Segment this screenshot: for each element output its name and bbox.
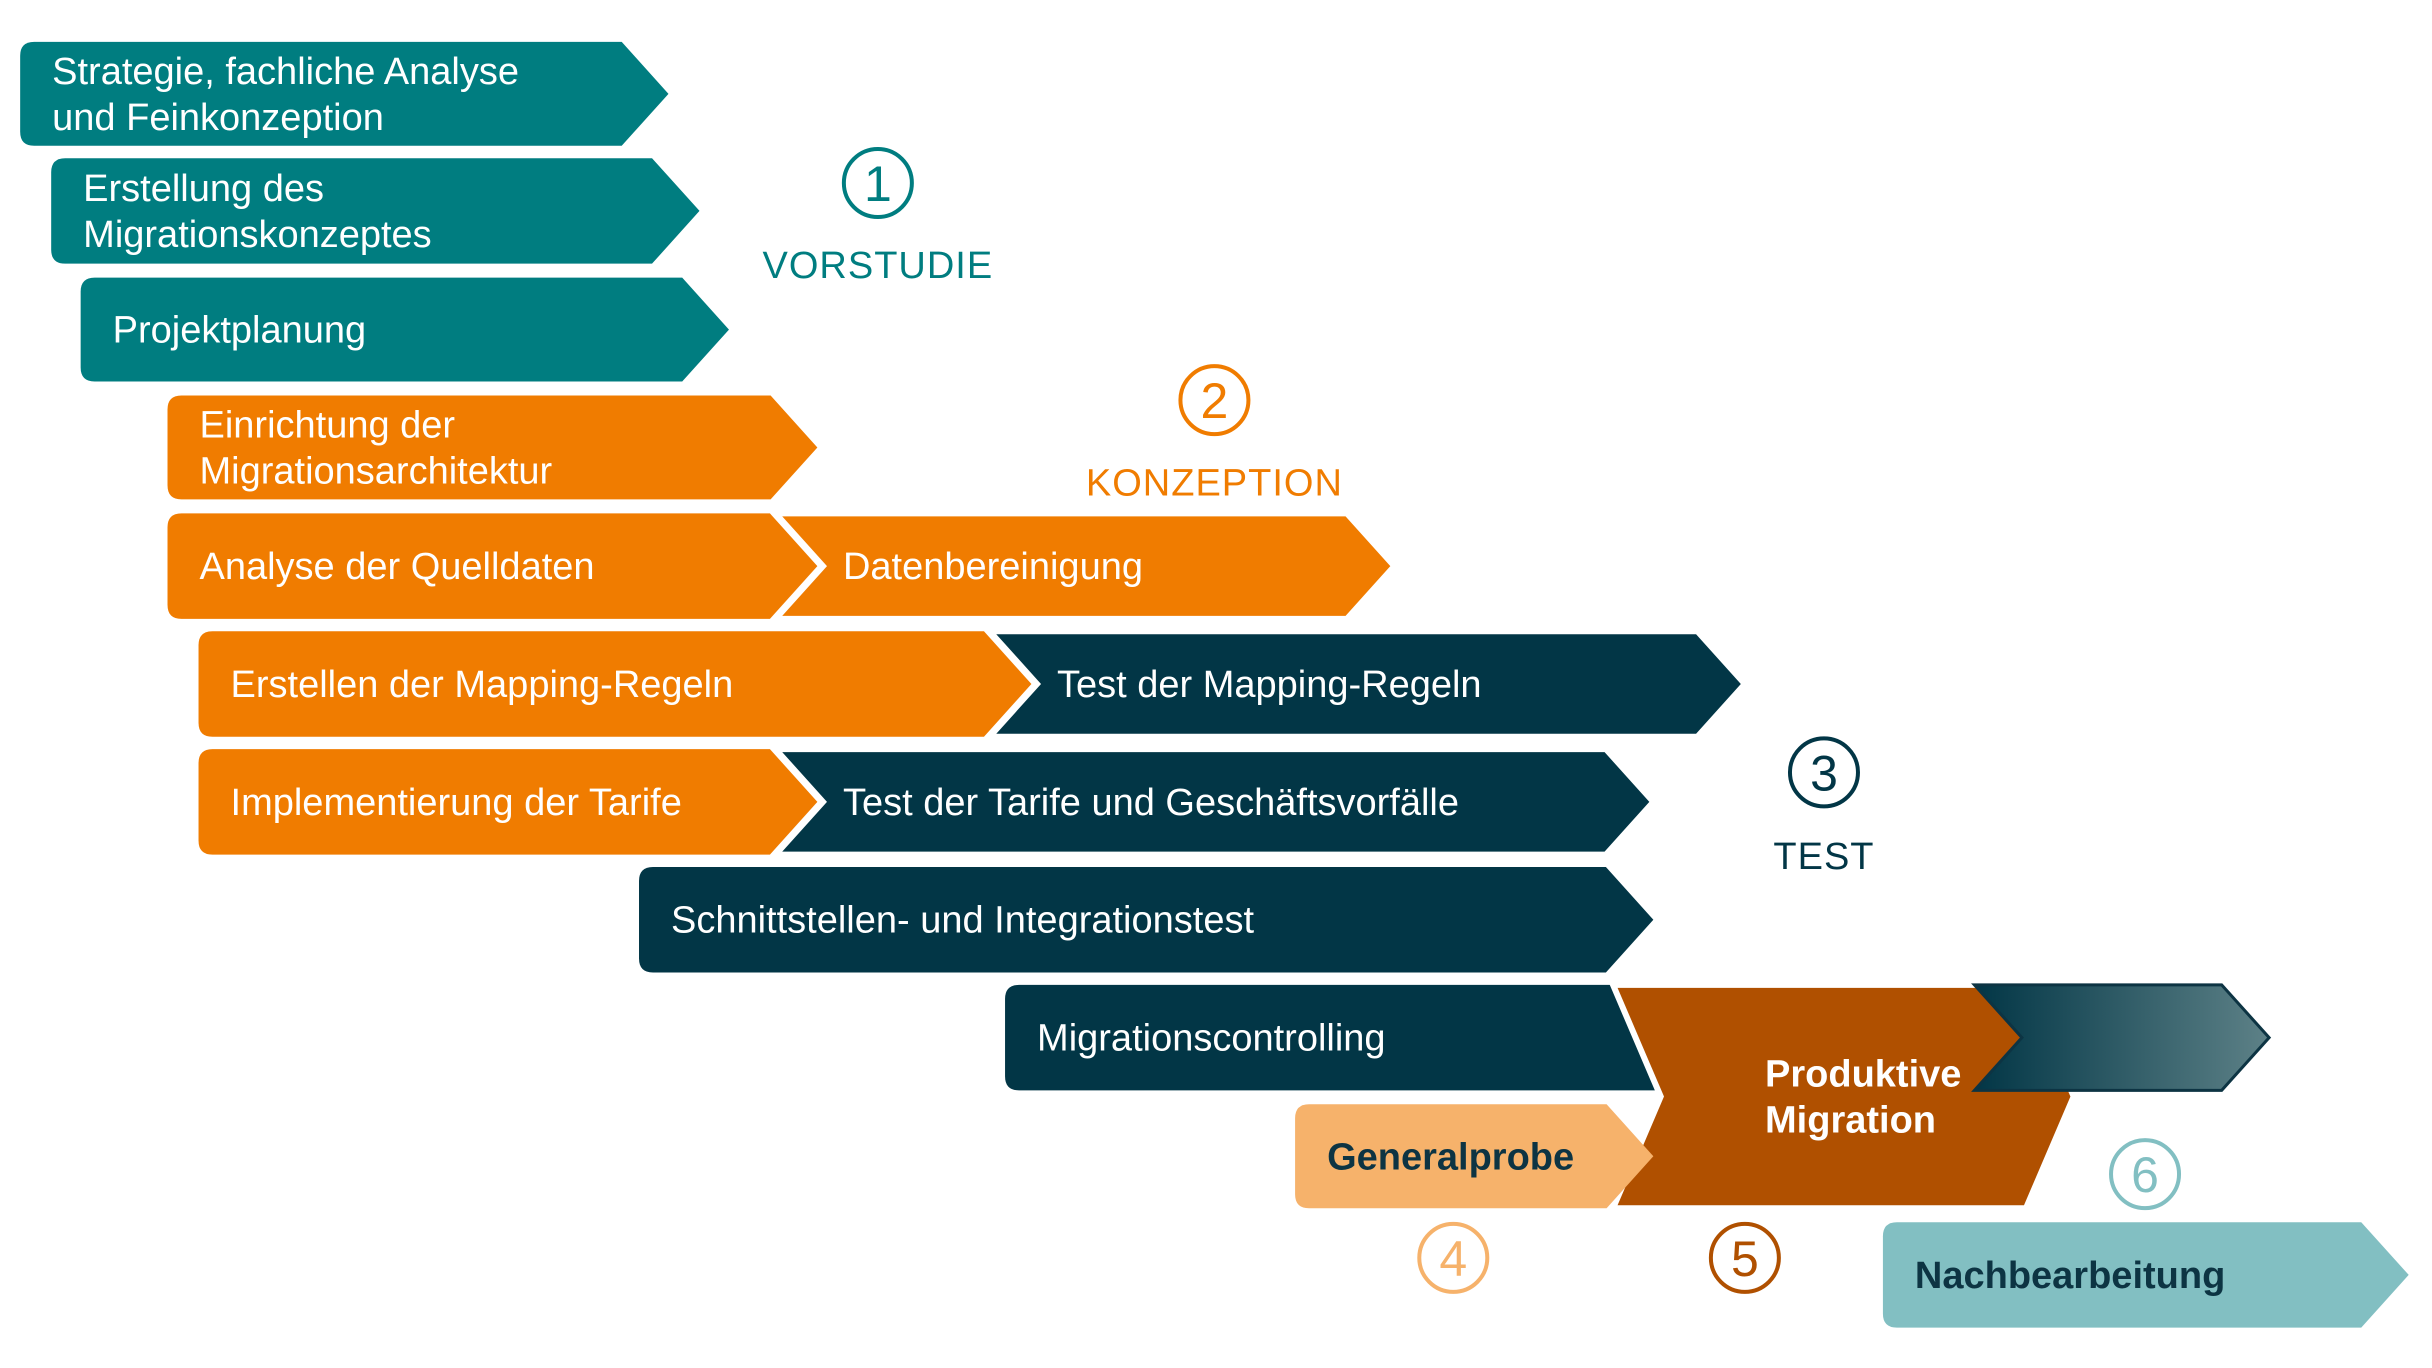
- step-arrow-shape: [768, 746, 1658, 858]
- phase-number: 2: [1201, 373, 1229, 429]
- step-label: Migrationscontrolling: [1037, 1018, 1386, 1060]
- step-label: Generalprobe: [1327, 1136, 1574, 1178]
- step-label: Projektplanung: [113, 310, 367, 352]
- phase-title: VORSTUDIE: [763, 245, 994, 287]
- step-label: Erstellung des: [83, 168, 324, 210]
- step-arrow-shape: [20, 41, 669, 146]
- phase-5: 5: [1708, 1221, 1781, 1294]
- step-tarife-impl: Implementierung der Tarife: [198, 749, 818, 855]
- step-label: Schnittstellen- und Integrationstest: [671, 900, 1254, 942]
- step-label: Strategie, fachliche Analyse: [52, 51, 519, 93]
- step-schnittstellen: Schnittstellen- und Integrationstest: [639, 867, 1654, 973]
- step-label: Implementierung der Tarife: [231, 782, 682, 824]
- phase-title: TEST: [1773, 836, 1874, 878]
- step-quelldaten: Analyse der Quelldaten: [167, 513, 818, 619]
- step-label: Migrationskonzeptes: [83, 214, 432, 256]
- phase-6: 6: [2109, 1138, 2182, 1211]
- phase-4: 4: [1417, 1221, 1490, 1294]
- step-label: Nachbearbeitung: [1915, 1255, 2225, 1297]
- phase-number-circle-icon: [841, 147, 914, 220]
- step-arrow-shape: [51, 158, 700, 264]
- step-mapping-erstellen: Erstellen der Mapping-Regeln: [198, 631, 1032, 737]
- step-label: Analyse der Quelldaten: [200, 546, 595, 588]
- step-generalprobe: Generalprobe: [1295, 1104, 1654, 1209]
- step-label: Migration: [1765, 1100, 1936, 1142]
- step-label: Test der Tarife und Geschäftsvorfälle: [843, 782, 1459, 824]
- step-tarife-test: Test der Tarife und Geschäftsvorfälle: [768, 746, 1658, 858]
- phase-number-circle-icon: [1417, 1221, 1490, 1294]
- step-label: Produktive: [1765, 1054, 1961, 1096]
- step-label: und Feinkonzeption: [52, 97, 384, 139]
- step-label: Datenbereinigung: [843, 546, 1143, 588]
- phase-number-circle-icon: [1708, 1221, 1781, 1294]
- step-arrow-shape: [167, 513, 818, 619]
- phase-number-circle-icon: [1178, 364, 1251, 437]
- step-gradient-arrow: [1971, 983, 2272, 1092]
- step-nachbearbeitung: Nachbearbeitung: [1882, 1222, 2409, 1328]
- step-arrow-shape: [198, 749, 818, 855]
- step-mapping-test: Test der Mapping-Regeln: [982, 628, 1749, 740]
- step-arrow-shape: [1005, 984, 1707, 1091]
- phase-number: 1: [864, 156, 892, 212]
- step-projektplanung: Projektplanung: [80, 277, 729, 382]
- step-arrow-shape: [768, 510, 1399, 622]
- step-label: Test der Mapping-Regeln: [1057, 664, 1482, 706]
- phase-number: 3: [1810, 745, 1838, 801]
- step-arrow-shape: [80, 277, 729, 382]
- step-controlling: Migrationscontrolling: [1005, 984, 1707, 1091]
- phase-number: 6: [2131, 1147, 2159, 1203]
- phase-number-circle-icon: [2109, 1138, 2182, 1211]
- step-arrow-shape: [167, 395, 818, 500]
- step-label: Erstellen der Mapping-Regeln: [231, 664, 734, 706]
- phase-number: 5: [1731, 1231, 1759, 1287]
- step-label: Einrichtung der: [200, 404, 456, 446]
- step-arrow-shape: [982, 628, 1749, 740]
- step-arrow-shape: [1971, 983, 2272, 1092]
- step-label: Migrationsarchitektur: [200, 450, 553, 492]
- step-arrow-shape: [198, 631, 1032, 737]
- step-arrow-shape: [1882, 1222, 2409, 1328]
- phase-number: 4: [1439, 1231, 1467, 1287]
- step-arrow-shape: [639, 867, 1654, 973]
- step-arrow-shape: [1295, 1104, 1654, 1209]
- phase-number-circle-icon: [1787, 736, 1860, 809]
- phase-title: KONZEPTION: [1086, 462, 1343, 504]
- step-datenbereinigung: Datenbereinigung: [768, 510, 1399, 622]
